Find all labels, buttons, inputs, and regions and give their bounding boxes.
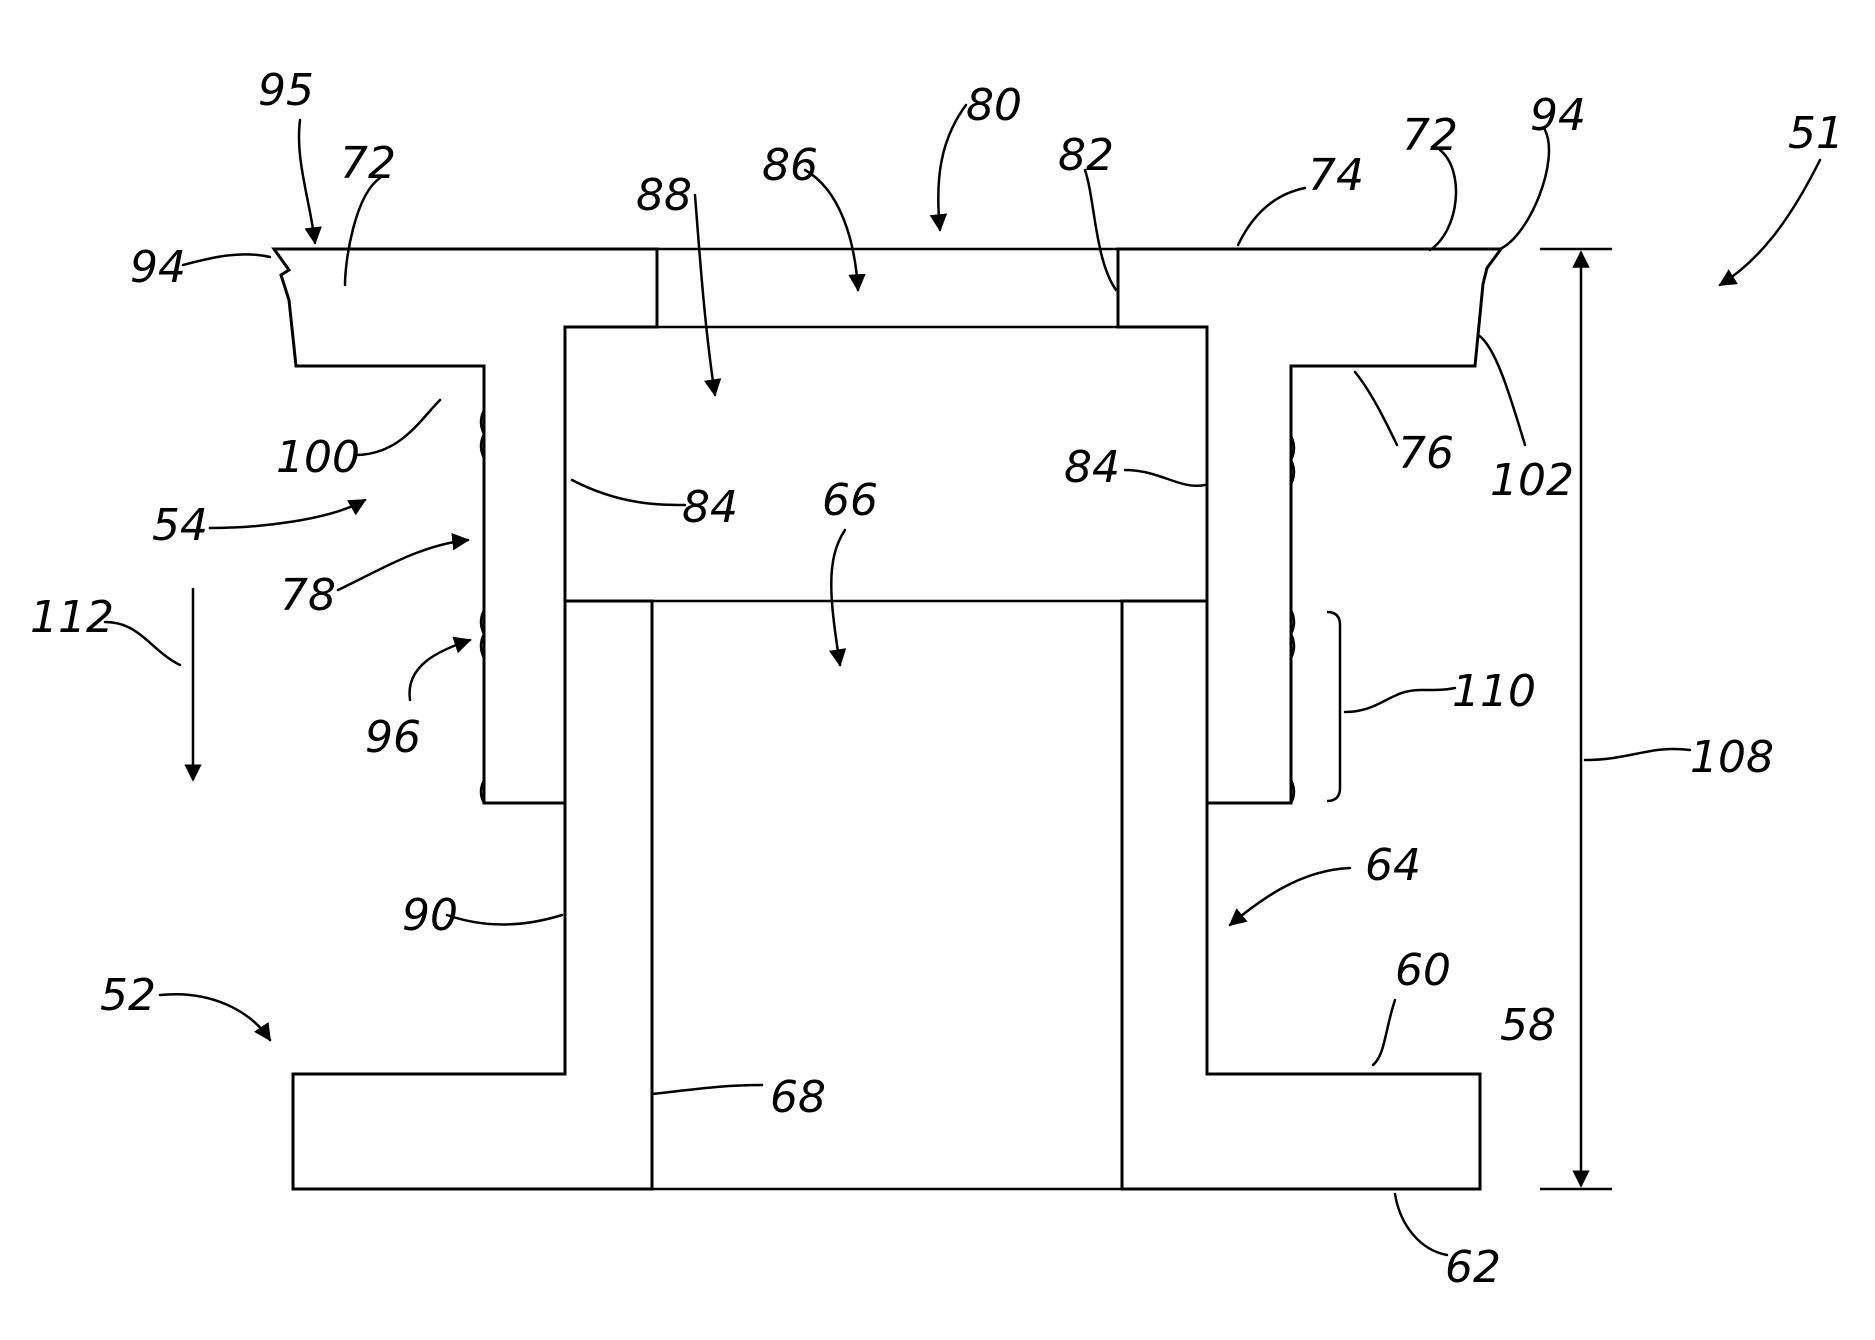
ref-74: 74	[1308, 150, 1364, 201]
ref-95: 95	[258, 65, 314, 116]
leader-68	[652, 1085, 762, 1094]
ref-110: 110	[1452, 666, 1536, 717]
ref-66: 66	[822, 475, 878, 526]
leader-94-left	[183, 254, 270, 265]
ref-72-left: 72	[340, 138, 396, 189]
leader-100	[355, 400, 440, 455]
ref-112: 112	[30, 592, 114, 643]
ref-76: 76	[1398, 428, 1454, 479]
ref-94-right: 94	[1530, 90, 1586, 141]
ref-82: 82	[1058, 130, 1114, 181]
ref-84-right: 84	[1064, 442, 1120, 493]
lower-component-left-section	[293, 601, 652, 1189]
leader-84-right	[1125, 470, 1205, 486]
leader-51	[1720, 160, 1820, 285]
leader-76	[1355, 372, 1397, 445]
bracket-110	[1327, 612, 1340, 801]
upper-component-54	[274, 249, 1501, 803]
leader-108	[1585, 749, 1690, 760]
ref-88: 88	[636, 170, 692, 221]
upper-component-right-section	[1118, 249, 1501, 803]
ref-52: 52	[100, 970, 156, 1021]
ref-54: 54	[152, 500, 208, 551]
ref-80: 80	[966, 80, 1022, 131]
leader-78	[338, 540, 468, 590]
leader-90	[447, 915, 562, 924]
leader-54	[210, 500, 365, 528]
ref-78: 78	[280, 570, 336, 621]
leader-74	[1238, 188, 1305, 245]
leader-94-right	[1500, 130, 1549, 249]
leader-60	[1373, 1000, 1395, 1065]
ref-58: 58	[1500, 1000, 1556, 1051]
leader-84-left	[572, 480, 685, 505]
ref-86: 86	[762, 140, 818, 191]
ref-60: 60	[1395, 945, 1451, 996]
leader-102	[1478, 335, 1525, 445]
ref-102: 102	[1490, 455, 1574, 506]
leader-72-right	[1430, 150, 1456, 250]
leader-82	[1085, 170, 1116, 290]
ref-72-right: 72	[1402, 110, 1458, 161]
ref-108: 108	[1690, 732, 1774, 783]
leader-80	[938, 105, 966, 230]
ref-90: 90	[402, 890, 458, 941]
ref-96: 96	[365, 712, 421, 763]
leader-110	[1345, 688, 1455, 712]
upper-component-left-section	[274, 249, 657, 803]
leader-62	[1395, 1194, 1447, 1255]
leader-88	[695, 195, 715, 395]
ref-62: 62	[1445, 1242, 1501, 1293]
leader-66	[831, 530, 845, 665]
leader-95	[299, 120, 315, 243]
ref-94-left: 94	[130, 242, 186, 293]
ref-64: 64	[1365, 840, 1421, 891]
leader-96	[410, 640, 470, 700]
leader-64	[1230, 868, 1350, 925]
ref-100: 100	[276, 432, 360, 483]
leader-72-left	[345, 178, 380, 285]
ref-84-left: 84	[682, 482, 738, 533]
leader-112	[105, 622, 180, 665]
lower-component-52	[293, 601, 1480, 1189]
ref-51: 51	[1788, 108, 1844, 159]
ref-68: 68	[770, 1072, 826, 1123]
leader-52	[160, 994, 270, 1040]
